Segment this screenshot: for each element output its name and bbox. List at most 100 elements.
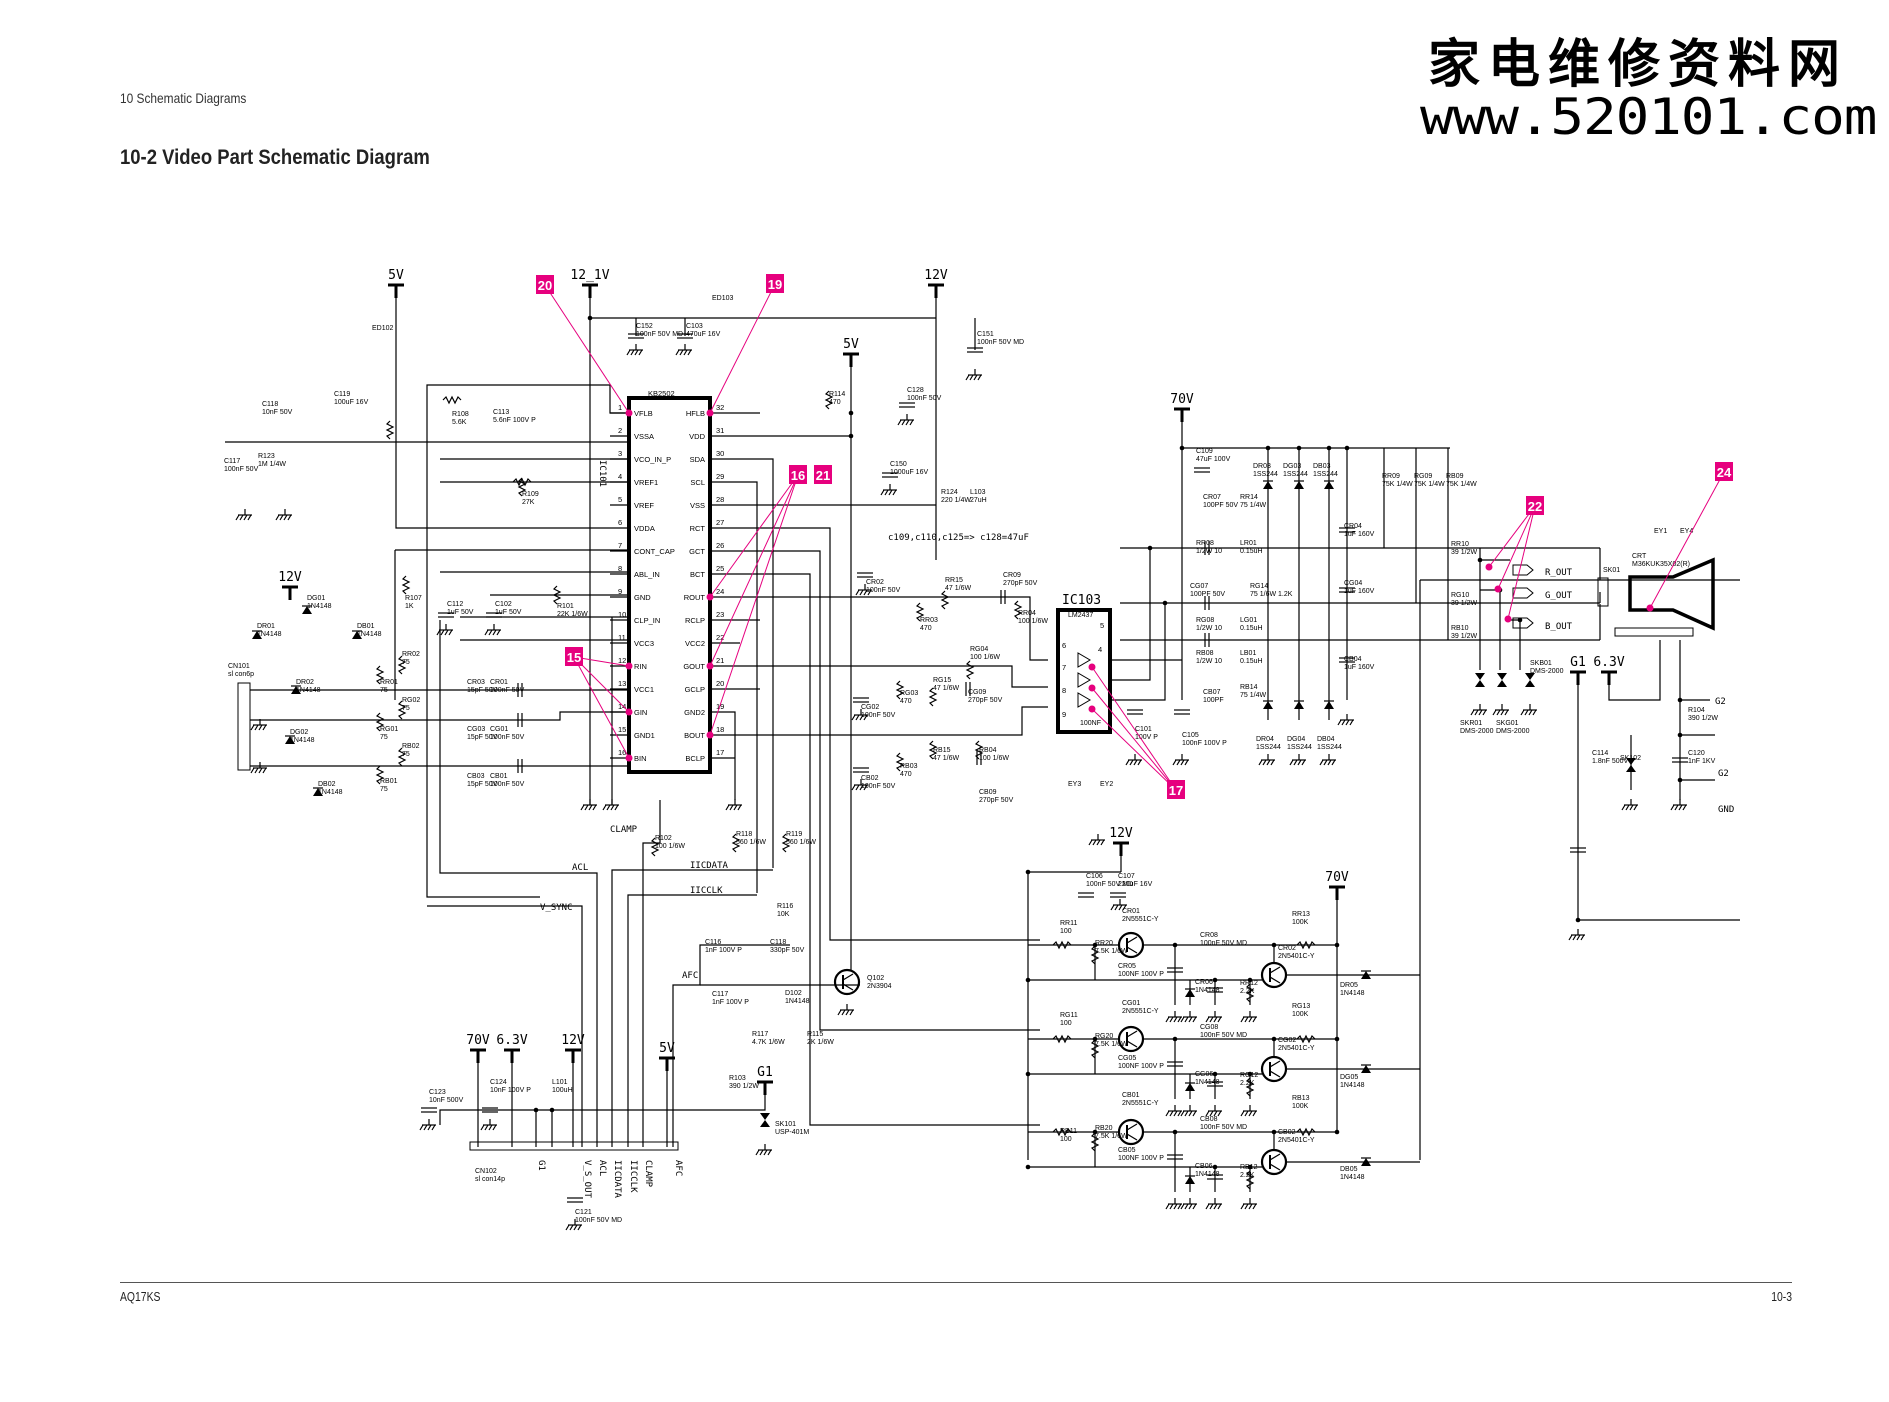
ground-hatch [1520,709,1525,716]
ground-hatch [1244,1016,1249,1023]
component-value: 1N4148 [1340,1082,1365,1089]
component-value: 75 [380,734,388,741]
ground-icon [965,369,982,381]
component-ref: R124 [941,489,958,496]
component-ref: C128 [907,387,924,394]
ground-icon [1205,1105,1222,1117]
junction-dot [1334,942,1340,948]
ground-hatch [855,714,860,721]
ic101-pin-number: 24 [716,587,724,596]
resistor-icon [824,390,834,410]
component-value: 100 [1060,1020,1072,1027]
net-label: c109,c110,c125=> c128=47uF [888,533,1029,543]
ground-hatch [1173,1110,1178,1117]
ground-hatch [1192,1110,1197,1117]
component-ref: D102 [785,990,802,997]
ground-icon [1165,1198,1182,1210]
component-ref: R103 [729,1075,746,1082]
ground-hatch [675,349,680,356]
ic101-pin-number: 31 [716,426,724,435]
component-ref: DG03 [1283,463,1301,470]
component-value: USP-401M [775,1129,809,1136]
ic101-pin-number: 1 [618,403,622,412]
ground-icon [1621,799,1638,811]
ground-hatch [1177,1203,1182,1210]
ic101-pin-label: BCT [690,570,705,579]
resistor-icon [1013,600,1023,620]
component-value: 10nF 500V [429,1097,464,1104]
capacitor-icon [517,683,523,697]
resistor-icon [650,837,660,857]
wire [710,527,1040,941]
ground-hatch [905,419,910,426]
ground-hatch [1184,759,1189,766]
ground-hatch [1165,1016,1170,1023]
component-ref: CB06 [1195,1163,1213,1170]
amplifier-icon [1077,652,1091,668]
component-value: 75 1/4W [1240,502,1266,509]
component-ref: CB01 [490,773,508,780]
ground-hatch [1240,1203,1245,1210]
component-value: 2N3904 [867,983,892,990]
component-value: 100NF 100V P [1118,1063,1164,1070]
ground-hatch [888,489,893,496]
component-ref: DG01 [307,595,325,602]
net-label: IICCLK [690,886,723,896]
ground-hatch [577,1224,582,1231]
resistor-icon [397,655,407,675]
component-ref: CB04 [1344,656,1362,663]
component-value: 10nF 50V [262,409,293,416]
component-value: 220uF 16V [1118,881,1153,888]
net-label: AFC [682,971,698,981]
component-ref: C120 [1688,750,1705,757]
net-label: G_OUT [1545,591,1573,601]
diode-icon [285,736,295,744]
capacitor-icon [899,402,915,408]
component-value: DMS-2000 [1460,728,1494,735]
ground-hatch [1244,1203,1249,1210]
amplifier-icon [1077,672,1091,688]
ground-hatch [855,784,860,791]
component-value: 75K 1/4W [1414,481,1445,488]
component-value: 100PF [1203,697,1224,704]
ground-hatch [638,349,643,356]
ground-hatch [1670,804,1675,811]
diode-icon [313,788,323,796]
component-ref: RG10 [1451,592,1469,599]
component-value: M36KUK35X02(R) [1632,561,1690,568]
diode-icon [1263,481,1273,489]
component-ref: R118 [736,831,752,838]
ground-hatch [1177,1016,1182,1023]
ground-hatch [1248,1110,1253,1117]
component-ref: CR01 [1122,908,1140,915]
callout-badge [1526,496,1544,515]
ground-hatch [492,629,497,636]
component-ref: RR08 [1196,540,1214,547]
component-value: 15pF 50V [467,734,498,741]
component-ref: EY2 [1100,781,1113,788]
ic101-pin-label: GIN [634,708,647,717]
component-value: 1SS244 [1253,471,1278,478]
capacitor-icon [517,759,523,773]
transistor-lead [1269,1163,1281,1171]
ground-icon [1520,704,1537,716]
net-label: G2 [1718,769,1729,779]
ic103-ref: IC103 [1062,593,1101,608]
callout-number: 22 [1528,499,1542,514]
component-ref: RR04 [1018,610,1036,617]
capacitor-icon [857,572,873,578]
junction-dot [1025,1071,1031,1077]
resistor-icon [1296,940,1316,950]
component-ref: CG06 [1195,1071,1213,1078]
component-ref: SKR01 [1460,720,1482,727]
component-ref: RR12 [1240,980,1258,987]
ic101-ref: IC101 [597,460,607,487]
power-label: 5V [388,268,404,283]
connector-signal-label: AFC [673,1160,683,1176]
component-ref: CG09 [968,689,986,696]
junction-dot [1172,1036,1178,1042]
component-value: 27uH [970,497,987,504]
net-label: R_OUT [1545,568,1573,578]
component-ref: R109 [522,491,539,498]
cn102-connector [469,1141,679,1151]
